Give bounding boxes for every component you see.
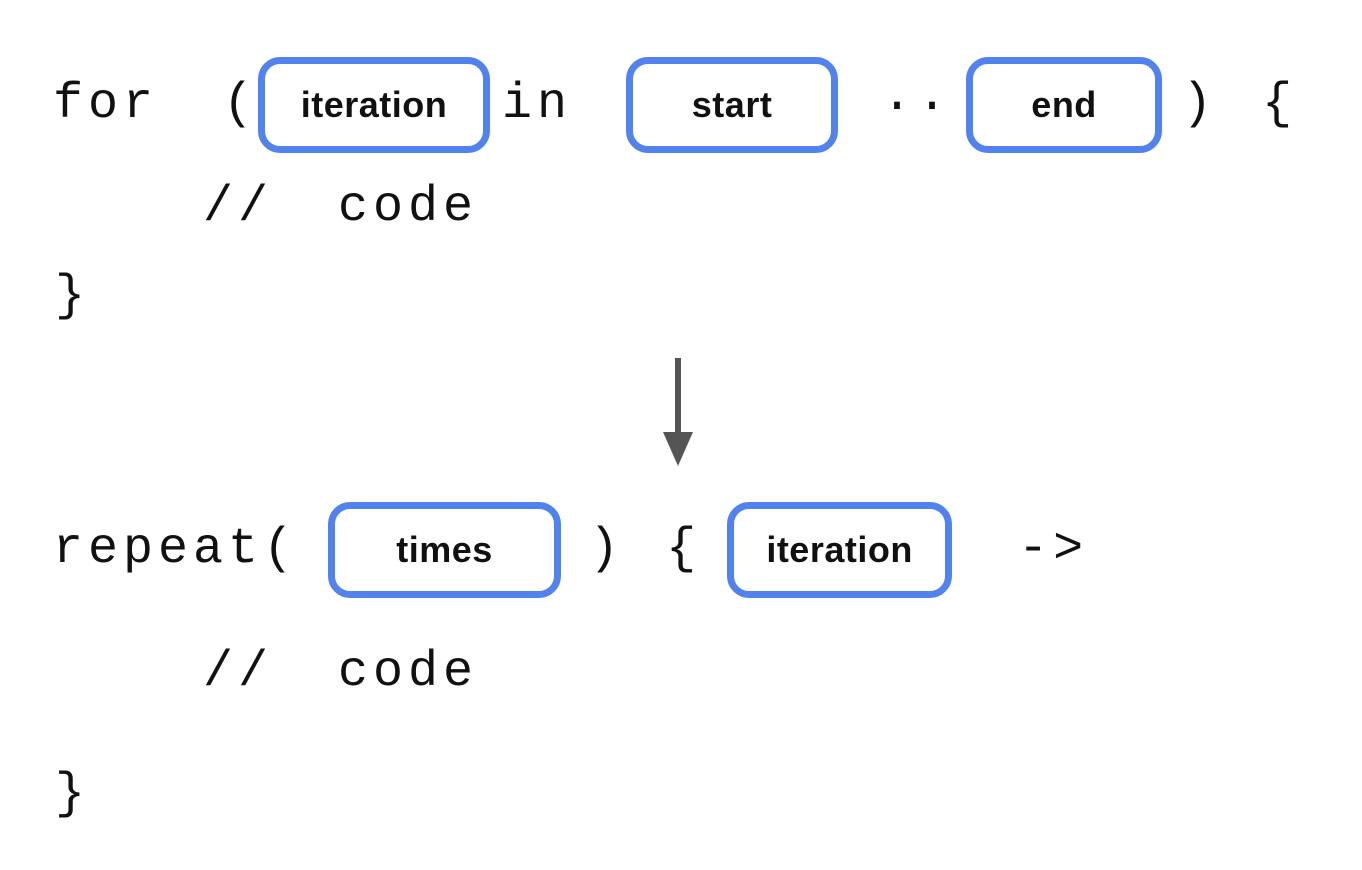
iteration-slot-repeat: iteration	[727, 502, 953, 598]
code-comment: // code	[203, 644, 479, 701]
for-loop-header-line: for ( iteration in start .. end ) {	[53, 55, 1297, 155]
iteration-slot-label: iteration	[300, 84, 448, 125]
iteration-slot-repeat-label: iteration	[766, 529, 913, 570]
close-paren-open-brace-token: ) {	[1182, 76, 1298, 133]
for-loop-body-line: // code	[203, 183, 478, 233]
for-keyword-token: for (	[53, 76, 259, 133]
end-slot: end	[966, 57, 1163, 153]
closing-brace: }	[55, 268, 91, 325]
range-operator-token: ..	[882, 68, 953, 125]
repeat-header-line: repeat( times ) { iteration ->	[53, 500, 1088, 600]
end-slot-label: end	[1031, 84, 1097, 125]
lambda-arrow-token: ->	[1018, 521, 1089, 578]
down-arrow-icon	[650, 358, 706, 470]
in-operator-token: in	[502, 76, 573, 133]
iteration-slot: iteration	[258, 57, 491, 153]
code-comment: // code	[203, 179, 479, 236]
repeat-closing-brace-line: }	[55, 770, 90, 820]
repeat-body-line: // code	[203, 648, 478, 698]
start-slot-label: start	[691, 84, 773, 125]
repeat-keyword-token: repeat(	[53, 521, 299, 578]
close-paren-token: )	[589, 521, 625, 578]
times-slot: times	[328, 502, 562, 598]
open-brace-token: {	[666, 521, 702, 578]
for-loop-closing-brace-line: }	[55, 272, 90, 322]
times-slot-label: times	[396, 529, 493, 570]
closing-brace: }	[55, 766, 91, 823]
start-slot: start	[626, 57, 839, 153]
